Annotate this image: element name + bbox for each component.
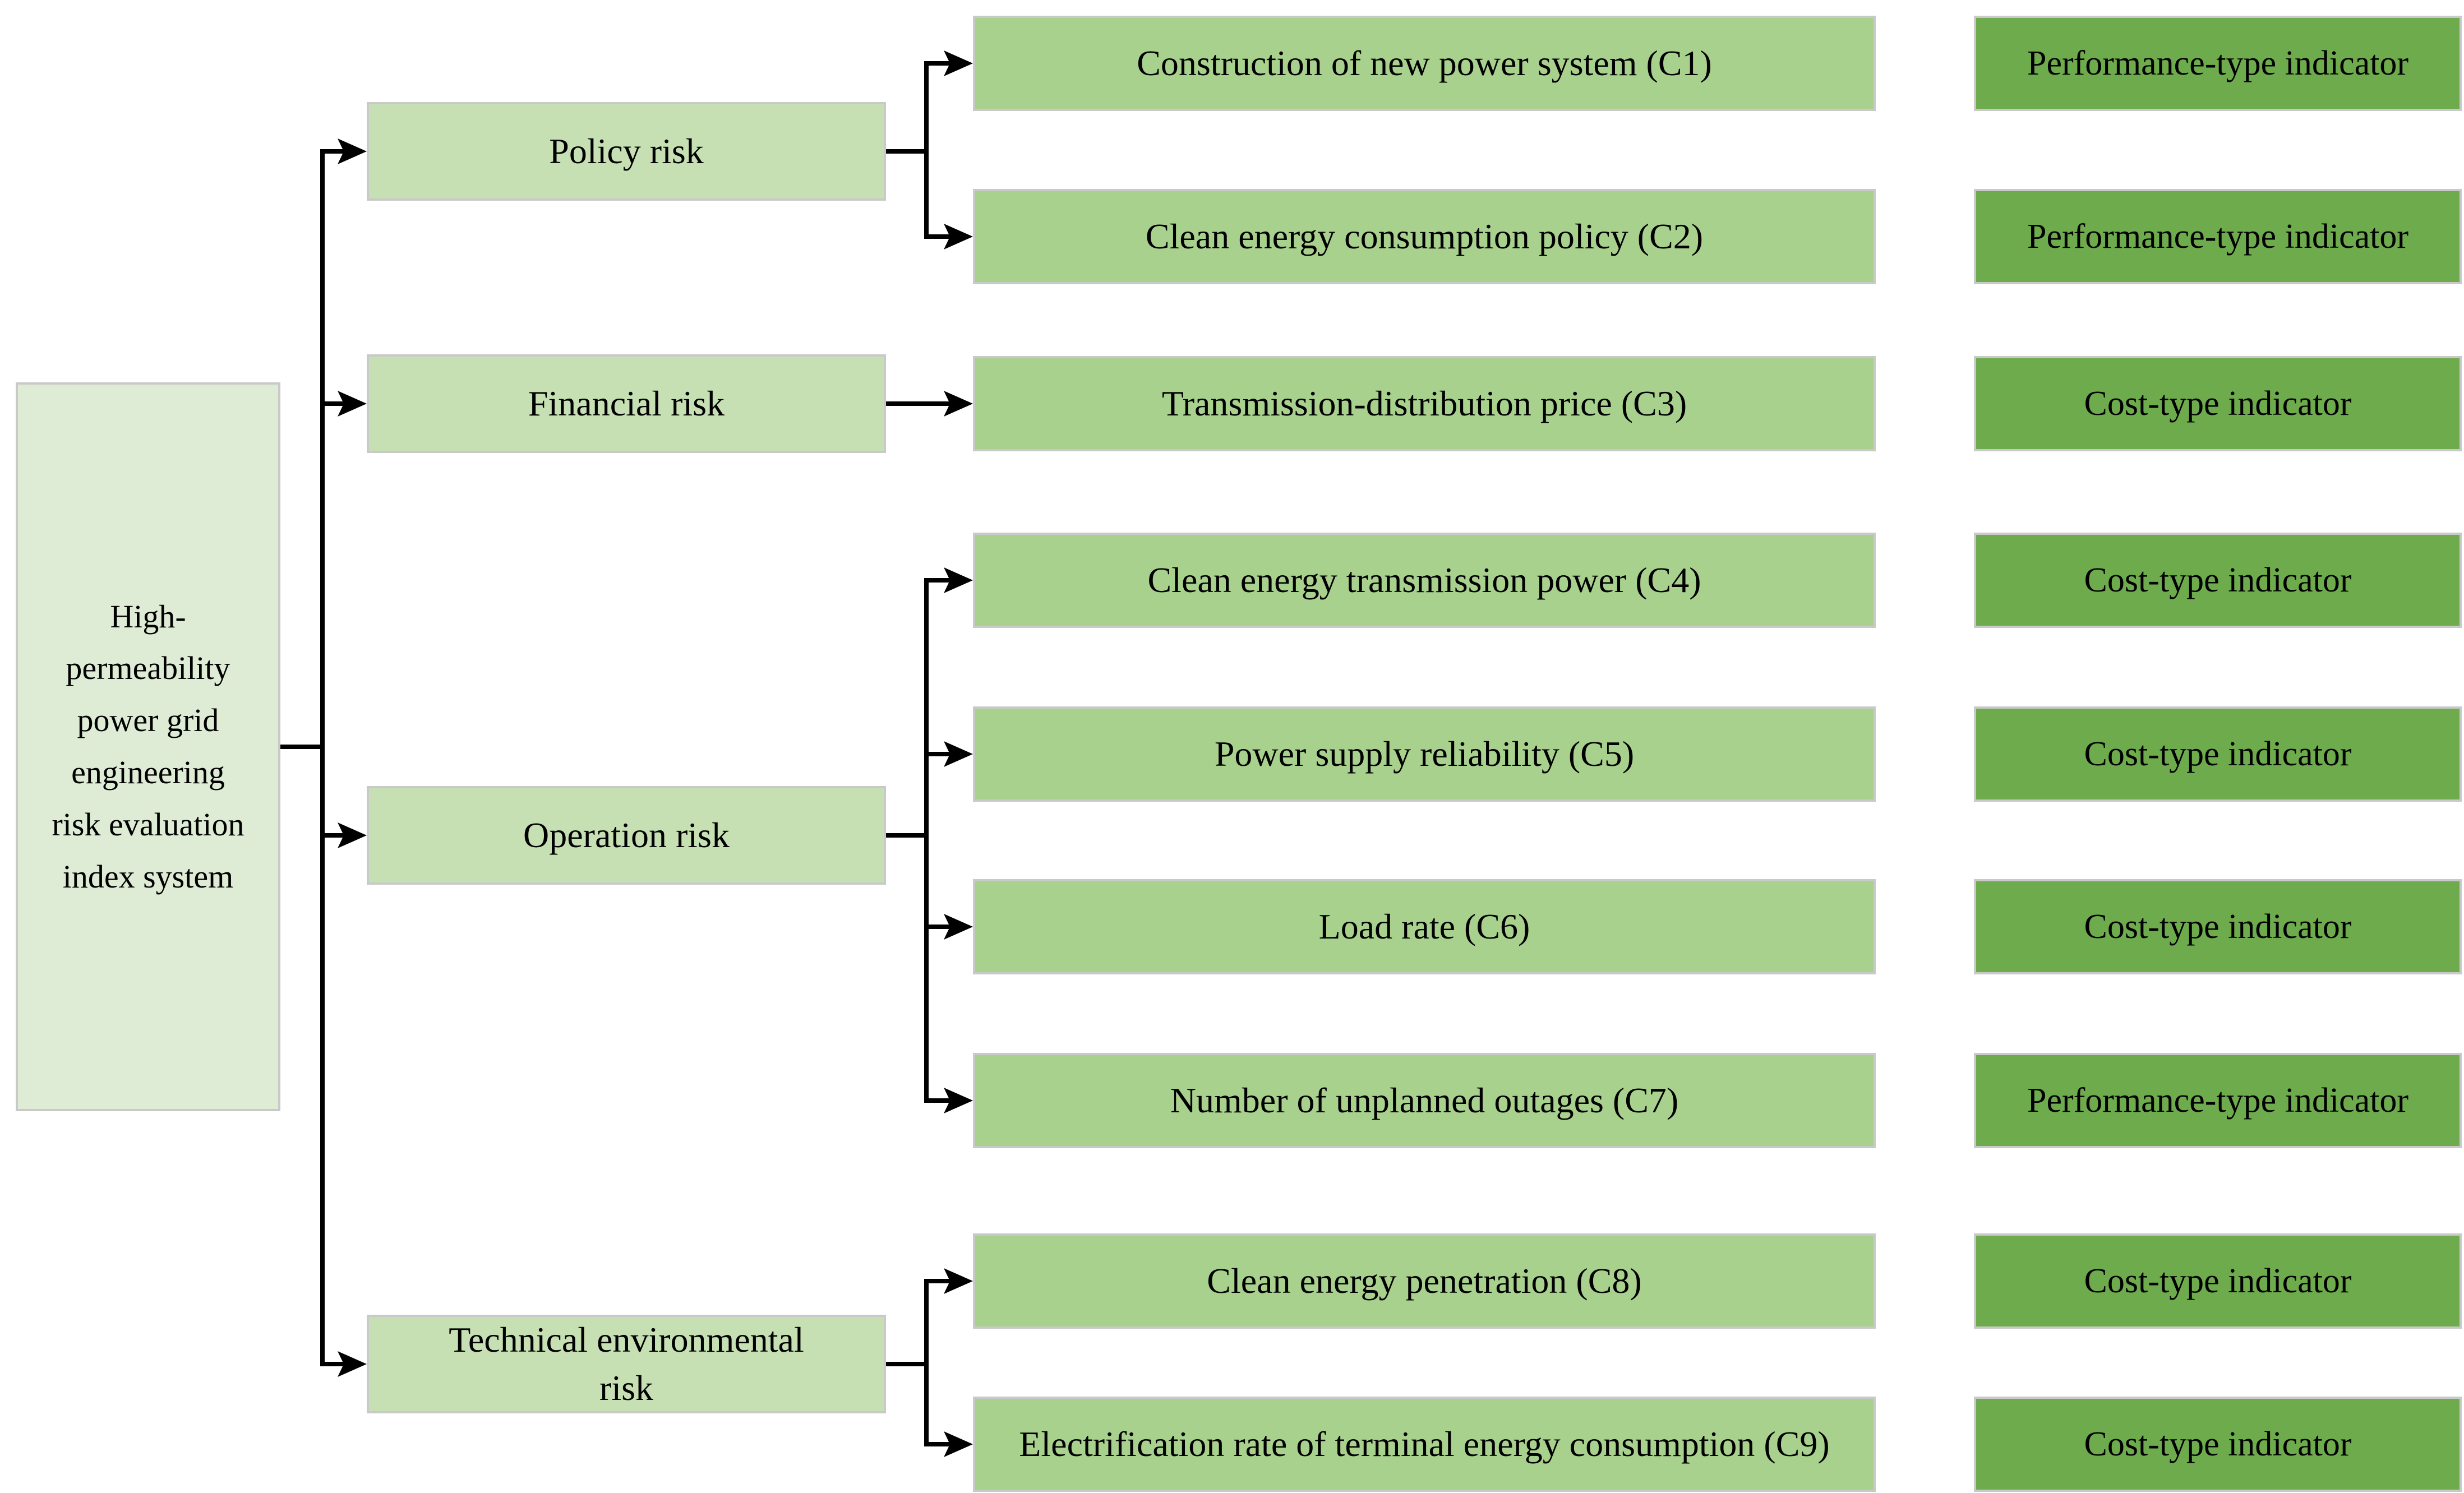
- arrowhead-icon: [944, 224, 973, 249]
- category-box-financial-risk: Financial risk: [367, 354, 886, 453]
- indicator-box-c4: Clean energy transmission power (C4): [973, 533, 1876, 628]
- arrowhead-icon: [338, 822, 367, 848]
- indicator-box-c9: Electrification rate of terminal energy …: [973, 1397, 1876, 1492]
- indicator-box-c2: Clean energy consumption policy (C2): [973, 189, 1876, 284]
- indicator-label: Clean energy consumption policy (C2): [1145, 216, 1704, 256]
- category-label: Operation risk: [523, 815, 730, 855]
- category-label: Policy risk: [549, 131, 704, 171]
- indicator-type-box-c8: Cost-type indicator: [1974, 1233, 2462, 1329]
- indicator-type-box-c1: Performance-type indicator: [1974, 16, 2462, 111]
- arrowhead-icon: [338, 138, 367, 164]
- indicator-box-c6: Load rate (C6): [973, 879, 1876, 974]
- arrowhead-icon: [944, 914, 973, 940]
- indicator-label: Transmission-distribution price (C3): [1161, 383, 1687, 423]
- indicator-type-label: Cost-type indicator: [2084, 1261, 2352, 1300]
- indicator-label: Clean energy penetration (C8): [1207, 1261, 1642, 1301]
- indicator-box-c5: Power supply reliability (C5): [973, 706, 1876, 802]
- indicator-label: Electrification rate of terminal energy …: [1019, 1424, 1830, 1464]
- indicator-type-label: Performance-type indicator: [2027, 217, 2408, 256]
- category-box-policy-risk: Policy risk: [367, 102, 886, 201]
- root-trunk-line: [278, 61, 952, 1446]
- indicator-type-box-c4: Cost-type indicator: [1974, 533, 2462, 628]
- arrowhead-icon: [944, 50, 973, 76]
- indicator-label: Number of unplanned outages (C7): [1170, 1080, 1679, 1120]
- indicator-type-box-c9: Cost-type indicator: [1974, 1397, 2462, 1492]
- arrowhead-icon: [944, 1431, 973, 1457]
- arrowhead-icon: [338, 391, 367, 417]
- indicator-box-c3: Transmission-distribution price (C3): [973, 356, 1876, 451]
- indicator-type-label: Cost-type indicator: [2084, 384, 2352, 423]
- root-box: High- permeability power grid engineerin…: [16, 382, 280, 1111]
- indicator-label: Power supply reliability (C5): [1214, 734, 1635, 774]
- indicator-type-box-c5: Cost-type indicator: [1974, 706, 2462, 802]
- indicator-type-box-c3: Cost-type indicator: [1974, 356, 2462, 451]
- indicator-type-label: Cost-type indicator: [2084, 734, 2352, 773]
- indicator-label: Load rate (C6): [1318, 907, 1530, 946]
- category-box-technical-environmental-risk: Technical environmental risk: [367, 1315, 886, 1413]
- arrowhead-icon: [944, 391, 973, 417]
- indicator-label: Construction of new power system (C1): [1137, 43, 1712, 83]
- arrowhead-icon: [944, 567, 973, 593]
- category-label: Technical environmental risk: [449, 1319, 804, 1408]
- indicator-type-label: Performance-type indicator: [2027, 1081, 2408, 1120]
- root-label: High- permeability power grid engineerin…: [52, 598, 244, 895]
- indicator-type-label: Cost-type indicator: [2084, 1425, 2352, 1463]
- category-box-operation-risk: Operation risk: [367, 786, 886, 885]
- indicator-type-box-c7: Performance-type indicator: [1974, 1053, 2462, 1148]
- indicator-box-c8: Clean energy penetration (C8): [973, 1233, 1876, 1329]
- arrowhead-icon: [338, 1351, 367, 1377]
- indicator-type-label: Cost-type indicator: [2084, 907, 2352, 946]
- indicator-type-label: Cost-type indicator: [2084, 561, 2352, 599]
- category-label: Financial risk: [528, 383, 725, 423]
- indicator-type-box-c2: Performance-type indicator: [1974, 189, 2462, 284]
- arrowhead-icon: [944, 1268, 973, 1294]
- arrowhead-icon: [944, 1088, 973, 1113]
- indicator-type-label: Performance-type indicator: [2027, 44, 2408, 82]
- indicator-type-box-c6: Cost-type indicator: [1974, 879, 2462, 974]
- arrowhead-icon: [944, 741, 973, 767]
- indicator-box-c1: Construction of new power system (C1): [973, 16, 1876, 111]
- indicator-box-c7: Number of unplanned outages (C7): [973, 1053, 1876, 1148]
- indicator-label: Clean energy transmission power (C4): [1147, 560, 1701, 600]
